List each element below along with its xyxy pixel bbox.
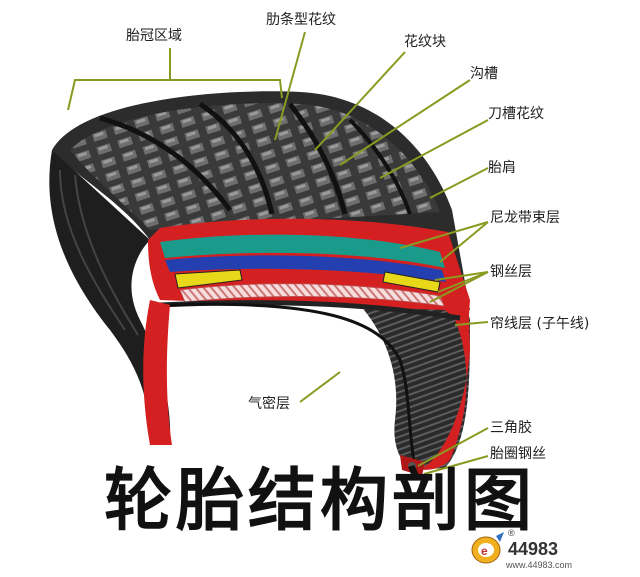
watermark-logo-icon: e [471, 532, 504, 564]
page-title: 轮胎结构剖图 [103, 462, 536, 541]
nylon-cap-layer [160, 234, 445, 268]
label-apex: 三角胶 [490, 420, 532, 436]
left-sidewall [49, 150, 171, 445]
label-steel-belt: 钢丝层 [490, 264, 532, 280]
label-nylon-cap: 尼龙带束层 [490, 210, 560, 226]
crown-bracket [67, 79, 283, 111]
label-rib-tread: 肋条型花纹 [266, 12, 336, 28]
watermark-url: www.44983.com [506, 560, 573, 570]
label-ply: 帘线层 (子午线) [490, 316, 590, 332]
steel-belt-layer [165, 255, 446, 282]
label-shoulder: 胎肩 [488, 160, 516, 176]
label-tread-block: 花纹块 [404, 34, 446, 50]
right-sidewall [360, 300, 470, 470]
label-groove: 沟槽 [470, 66, 498, 82]
svg-text:e: e [481, 544, 488, 558]
bead-area [400, 455, 425, 476]
watermark-number: 44983 [508, 539, 559, 559]
section-layers [148, 218, 470, 330]
leader-lines [274, 31, 489, 475]
label-sipe: 刀槽花纹 [488, 106, 544, 122]
label-bead-wire: 胎圈钢丝 [490, 446, 546, 462]
ply-layer [179, 283, 445, 307]
label-crown-area: 胎冠区域 [126, 28, 182, 44]
label-inner-liner: 气密层 [248, 396, 290, 412]
inner-liner [143, 300, 417, 469]
watermark-registered-mark: ® [508, 528, 515, 538]
